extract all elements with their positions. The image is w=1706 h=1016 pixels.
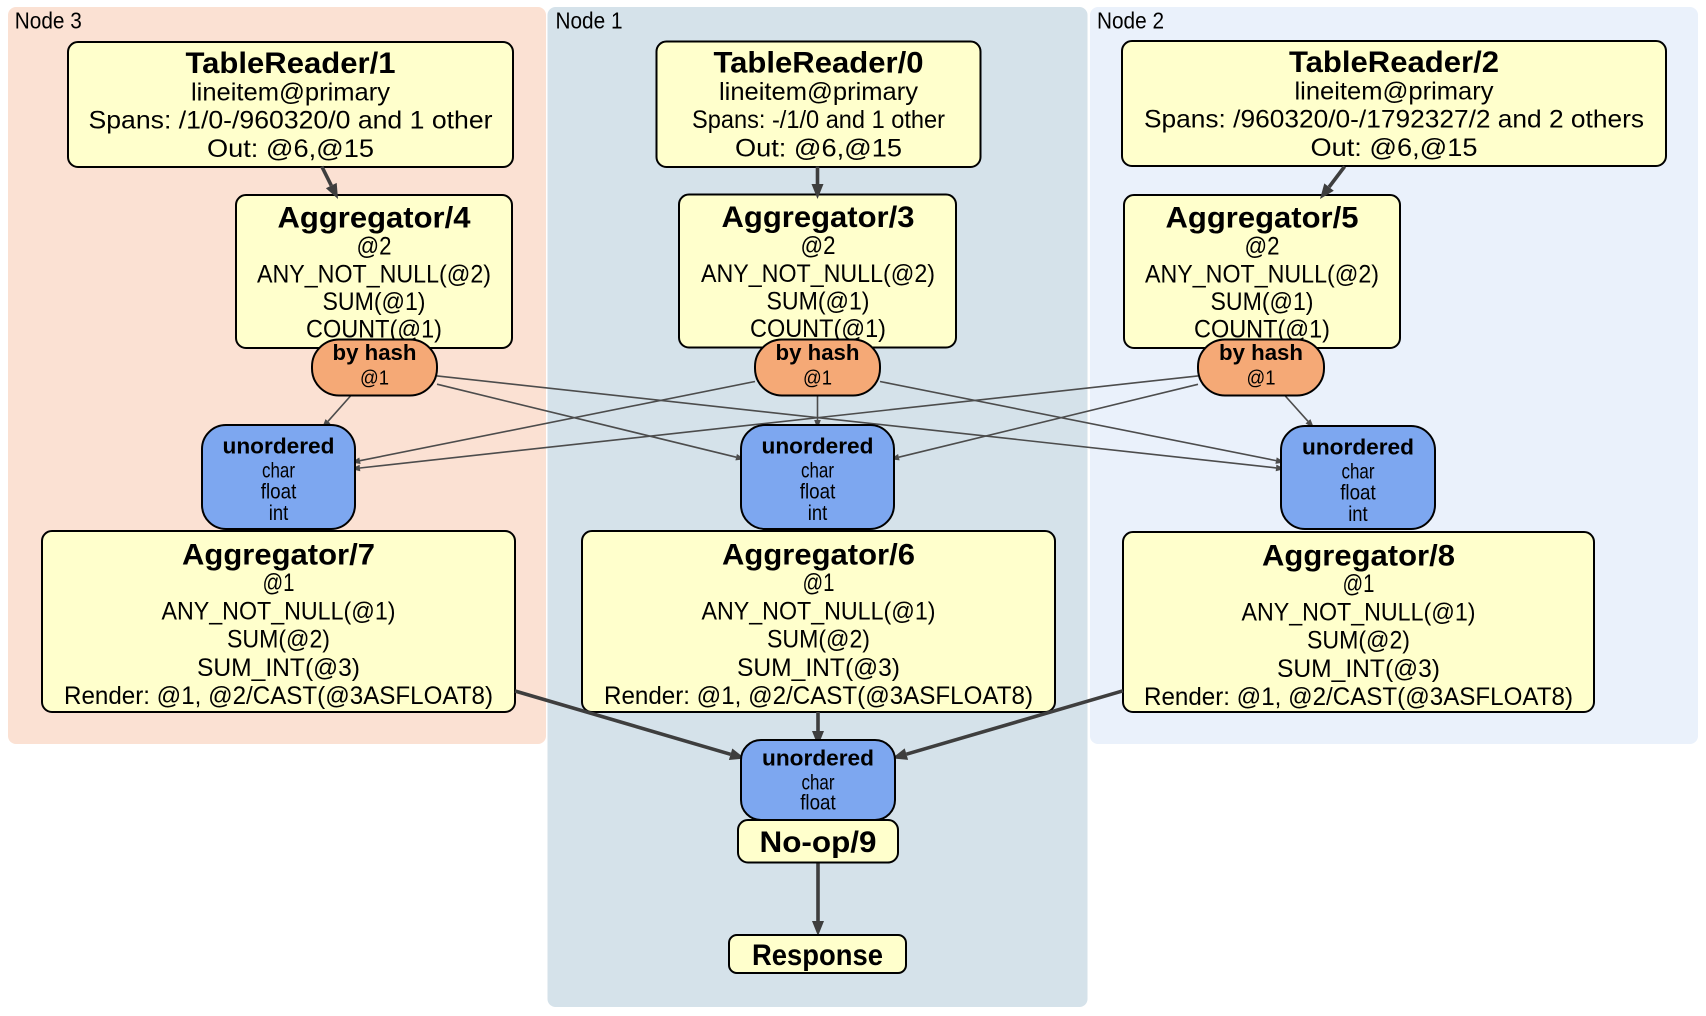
svg-text:SUM_INT(@3): SUM_INT(@3) (197, 654, 360, 682)
svg-text:TableReader/2: TableReader/2 (1289, 46, 1499, 79)
svg-text:Aggregator/5: Aggregator/5 (1166, 202, 1359, 235)
svg-text:Spans: -/1/0 and 1 other: Spans: -/1/0 and 1 other (692, 106, 945, 134)
svg-text:Render: @1, @2/CAST(@3ASFLOAT8: Render: @1, @2/CAST(@3ASFLOAT8) (1144, 683, 1573, 711)
svg-text:ANY_NOT_NULL(@2): ANY_NOT_NULL(@2) (257, 260, 491, 288)
svg-text:Aggregator/3: Aggregator/3 (722, 201, 915, 234)
svg-text:char: char (801, 460, 834, 483)
svg-text:TableReader/0: TableReader/0 (714, 47, 924, 80)
svg-text:int: int (269, 502, 289, 525)
svg-text:@1: @1 (263, 569, 295, 597)
svg-text:unordered: unordered (223, 434, 335, 459)
svg-text:int: int (1348, 503, 1368, 526)
svg-text:ANY_NOT_NULL(@1): ANY_NOT_NULL(@1) (1242, 598, 1476, 626)
svg-text:Aggregator/6: Aggregator/6 (722, 538, 915, 571)
svg-text:TableReader/1: TableReader/1 (186, 47, 396, 80)
svg-text:SUM_INT(@3): SUM_INT(@3) (737, 654, 900, 682)
svg-text:SUM(@1): SUM(@1) (767, 287, 870, 315)
svg-text:ANY_NOT_NULL(@2): ANY_NOT_NULL(@2) (1145, 260, 1379, 288)
svg-text:Spans: /1/0-/960320/0 and 1 ot: Spans: /1/0-/960320/0 and 1 other (89, 107, 493, 135)
svg-text:@1: @1 (803, 368, 832, 390)
svg-text:Out: @6,@15: Out: @6,@15 (735, 135, 902, 163)
svg-text:float: float (1340, 482, 1376, 505)
svg-text:@2: @2 (357, 233, 392, 261)
svg-text:int: int (808, 502, 828, 525)
svg-text:SUM_INT(@3): SUM_INT(@3) (1277, 655, 1440, 683)
svg-text:lineitem@primary: lineitem@primary (719, 78, 918, 106)
svg-text:@1: @1 (1343, 570, 1375, 598)
svg-text:float: float (800, 481, 836, 504)
svg-text:Render: @1, @2/CAST(@3ASFLOAT8: Render: @1, @2/CAST(@3ASFLOAT8) (604, 682, 1033, 710)
svg-text:Out: @6,@15: Out: @6,@15 (207, 135, 374, 163)
svg-text:lineitem@primary: lineitem@primary (1295, 78, 1494, 106)
svg-text:@1: @1 (803, 569, 835, 597)
svg-text:@1: @1 (360, 368, 389, 390)
svg-text:SUM(@2): SUM(@2) (1307, 627, 1410, 655)
svg-text:Node 2: Node 2 (1097, 8, 1164, 34)
svg-text:SUM(@2): SUM(@2) (767, 626, 870, 654)
svg-text:ANY_NOT_NULL(@1): ANY_NOT_NULL(@1) (702, 597, 936, 625)
svg-text:unordered: unordered (762, 746, 874, 771)
svg-text:char: char (1342, 461, 1375, 484)
svg-text:@2: @2 (1245, 233, 1280, 261)
svg-text:COUNT(@1): COUNT(@1) (750, 315, 886, 343)
svg-text:SUM(@2): SUM(@2) (227, 626, 330, 654)
svg-text:Node 3: Node 3 (15, 8, 82, 34)
svg-text:SUM(@1): SUM(@1) (323, 288, 426, 316)
svg-text:unordered: unordered (762, 434, 874, 459)
svg-text:Response: Response (752, 939, 883, 972)
svg-text:float: float (261, 481, 297, 504)
svg-text:unordered: unordered (1302, 435, 1414, 460)
svg-text:Node 1: Node 1 (556, 8, 623, 34)
svg-text:Render: @1, @2/CAST(@3ASFLOAT8: Render: @1, @2/CAST(@3ASFLOAT8) (64, 682, 493, 710)
svg-text:Spans: /960320/0-/1792327/2 an: Spans: /960320/0-/1792327/2 and 2 others (1144, 106, 1644, 134)
svg-text:char: char (802, 772, 835, 795)
svg-text:SUM(@1): SUM(@1) (1211, 288, 1314, 316)
svg-text:by hash: by hash (776, 340, 860, 365)
svg-text:by hash: by hash (333, 340, 417, 365)
svg-text:char: char (262, 460, 295, 483)
svg-text:Aggregator/7: Aggregator/7 (182, 538, 375, 571)
svg-text:float: float (800, 792, 836, 815)
svg-text:@1: @1 (1247, 368, 1276, 390)
svg-text:No-op/9: No-op/9 (760, 826, 877, 859)
svg-text:Aggregator/8: Aggregator/8 (1262, 539, 1455, 572)
svg-text:Out: @6,@15: Out: @6,@15 (1311, 134, 1478, 162)
svg-text:lineitem@primary: lineitem@primary (191, 79, 390, 107)
svg-text:@2: @2 (801, 232, 836, 260)
svg-text:ANY_NOT_NULL(@2): ANY_NOT_NULL(@2) (701, 260, 935, 288)
svg-text:by hash: by hash (1219, 340, 1303, 365)
svg-text:ANY_NOT_NULL(@1): ANY_NOT_NULL(@1) (162, 597, 396, 625)
svg-text:Aggregator/4: Aggregator/4 (278, 202, 471, 235)
